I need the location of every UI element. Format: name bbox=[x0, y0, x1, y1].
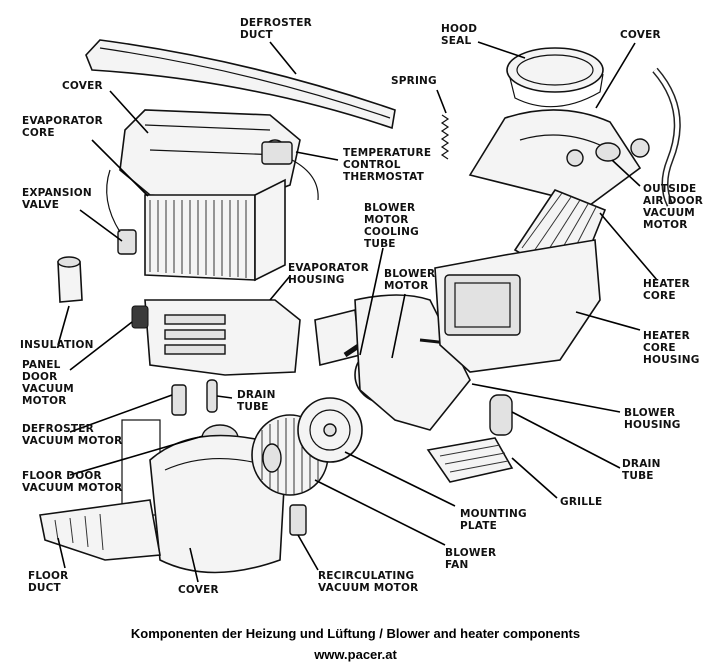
heater-core-housing-part bbox=[434, 239, 601, 373]
hood-seal-part bbox=[506, 47, 604, 108]
label-heater-core-housing: HEATER CORE HOUSING bbox=[643, 330, 700, 366]
drain-tube-left-part bbox=[206, 379, 218, 413]
label-blower-motor: BLOWER MOTOR bbox=[384, 268, 436, 292]
drain-tube-right-part bbox=[489, 394, 513, 436]
evaporator-housing-part bbox=[131, 299, 301, 376]
label-floor-duct: FLOOR DUCT bbox=[28, 570, 69, 594]
defroster-duct-part bbox=[85, 39, 396, 130]
label-evaporator-housing: EVAPORATOR HOUSING bbox=[288, 262, 369, 286]
label-recirculating-vacuum-motor: RECIRCULATING VACUUM MOTOR bbox=[318, 570, 419, 594]
exploded-components-drawing bbox=[39, 39, 681, 583]
recirculating-vacuum-motor-part bbox=[289, 504, 307, 536]
defroster-vacuum-motor-part bbox=[171, 384, 187, 416]
label-defroster-vacuum-motor: DEFROSTER VACUUM MOTOR bbox=[22, 423, 123, 447]
floor-duct-part bbox=[39, 499, 161, 561]
insulation-part bbox=[57, 256, 83, 303]
label-blower-housing: BLOWER HOUSING bbox=[624, 407, 681, 431]
spring-part bbox=[440, 114, 450, 160]
label-evaporator-core: EVAPORATOR CORE bbox=[22, 115, 103, 139]
label-mounting-plate: MOUNTING PLATE bbox=[460, 508, 527, 532]
label-hood-seal: HOOD SEAL bbox=[441, 23, 478, 47]
leader-lines bbox=[57, 41, 658, 583]
label-cover-bottom: COVER bbox=[178, 584, 219, 596]
label-cover-top-right: COVER bbox=[620, 29, 661, 41]
mounting-plate-part bbox=[297, 397, 363, 463]
label-temperature-control-thermostat: TEMPERATURE CONTROL THERMOSTAT bbox=[343, 147, 432, 183]
label-drain-tube-right: DRAIN TUBE bbox=[622, 458, 661, 482]
label-defroster-duct: DEFROSTER DUCT bbox=[240, 17, 312, 41]
caption-title: Komponenten der Heizung und Lüftung / Bl… bbox=[130, 626, 581, 641]
label-heater-core: HEATER CORE bbox=[643, 278, 690, 302]
label-spring: SPRING bbox=[391, 75, 437, 87]
label-expansion-valve: EXPANSION VALVE bbox=[22, 187, 92, 211]
expansion-valve-part bbox=[106, 169, 137, 255]
label-panel-door-vacuum-motor: PANEL DOOR VACUUM MOTOR bbox=[22, 359, 74, 407]
evaporator-core-part bbox=[144, 178, 286, 282]
label-outside-air-door-vacuum-motor: OUTSIDE AIR DOOR VACUUM MOTOR bbox=[643, 183, 704, 231]
label-blower-fan: BLOWER FAN bbox=[445, 547, 497, 571]
label-grille: GRILLE bbox=[560, 496, 603, 508]
label-blower-motor-cooling-tube: BLOWER MOTOR COOLING TUBE bbox=[364, 202, 419, 250]
label-floor-door-vacuum-motor: FLOOR DOOR VACUUM MOTOR bbox=[22, 470, 123, 494]
caption-url: www.pacer.at bbox=[314, 647, 397, 662]
grille-part bbox=[426, 437, 514, 483]
outside-air-door-vacuum-motor-part bbox=[595, 142, 621, 162]
temperature-control-thermostat-part bbox=[261, 141, 319, 201]
label-cover-left: COVER bbox=[62, 80, 103, 92]
cover-top-part bbox=[468, 109, 650, 206]
label-drain-tube-left: DRAIN TUBE bbox=[237, 389, 276, 413]
hoses-part bbox=[652, 67, 681, 207]
label-insulation: INSULATION bbox=[20, 339, 94, 351]
